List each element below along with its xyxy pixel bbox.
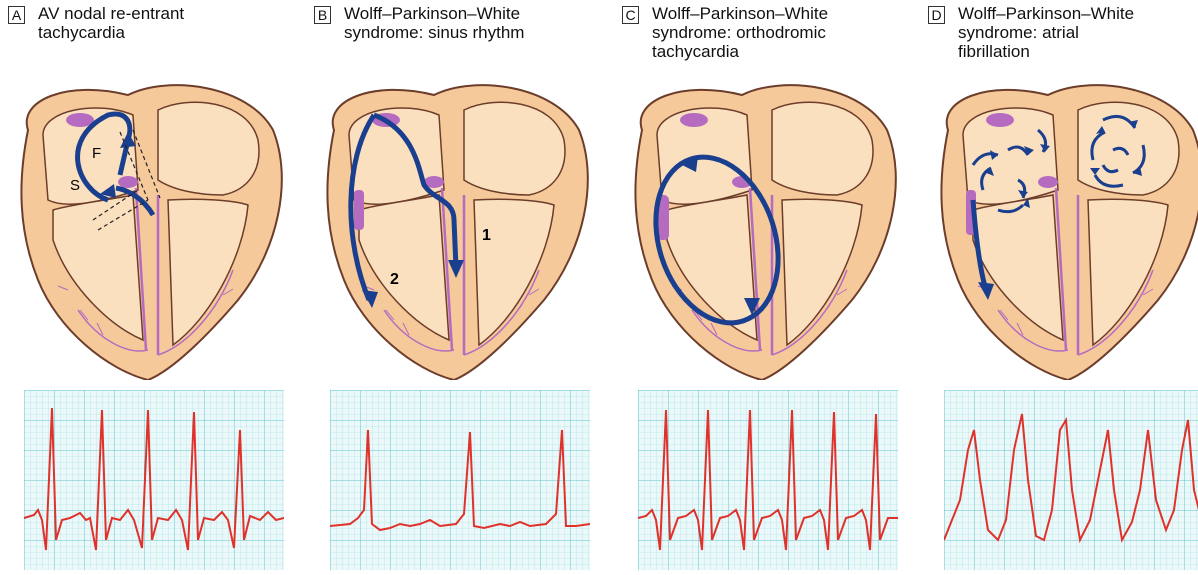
slow-pathway-label: S bbox=[70, 177, 80, 194]
panel-b: B Wolff–Parkinson–White syndrome: sinus … bbox=[314, 0, 604, 575]
title-line: syndrome: orthodromic bbox=[652, 23, 907, 42]
panel-letter: C bbox=[622, 6, 639, 24]
panel-title: Wolff–Parkinson–White syndrome: sinus rh… bbox=[344, 4, 599, 42]
title-line: syndrome: sinus rhythm bbox=[344, 23, 599, 42]
title-line: fibrillation bbox=[958, 42, 1198, 61]
ecg-strip bbox=[330, 390, 590, 570]
panel-title: Wolff–Parkinson–White syndrome: atrial f… bbox=[958, 4, 1198, 61]
panel-title: Wolff–Parkinson–White syndrome: orthodro… bbox=[652, 4, 907, 61]
fast-pathway-label: F bbox=[92, 145, 101, 162]
panel-letter: B bbox=[314, 6, 331, 24]
title-line: tachycardia bbox=[38, 23, 293, 42]
title-line: AV nodal re-entrant bbox=[38, 4, 293, 23]
ecg-strip bbox=[24, 390, 284, 570]
panel-title: AV nodal re-entrant tachycardia bbox=[38, 4, 293, 42]
ecg-strip bbox=[638, 390, 898, 570]
ecg-strip bbox=[944, 390, 1198, 570]
heart-diagram bbox=[928, 70, 1198, 380]
title-line: tachycardia bbox=[652, 42, 907, 61]
heart-diagram: F S bbox=[8, 70, 298, 380]
panel-letter: A bbox=[8, 6, 25, 24]
panel-d: D Wolff–Parkinson–White syndrome: atrial… bbox=[928, 0, 1198, 575]
title-line: Wolff–Parkinson–White bbox=[958, 4, 1198, 23]
title-line: Wolff–Parkinson–White bbox=[652, 4, 907, 23]
title-line: Wolff–Parkinson–White bbox=[344, 4, 599, 23]
panel-c: C Wolff–Parkinson–White syndrome: orthod… bbox=[622, 0, 912, 575]
panel-letter: D bbox=[928, 6, 945, 24]
title-line: syndrome: atrial bbox=[958, 23, 1198, 42]
heart-diagram: 1 2 bbox=[314, 70, 604, 380]
accessory-pathway bbox=[354, 190, 364, 230]
pathway-1-label: 1 bbox=[482, 227, 491, 244]
pathway-2-label: 2 bbox=[390, 271, 399, 288]
heart-diagram bbox=[622, 70, 912, 380]
panel-a: A AV nodal re-entrant tachycardia F S bbox=[8, 0, 298, 575]
